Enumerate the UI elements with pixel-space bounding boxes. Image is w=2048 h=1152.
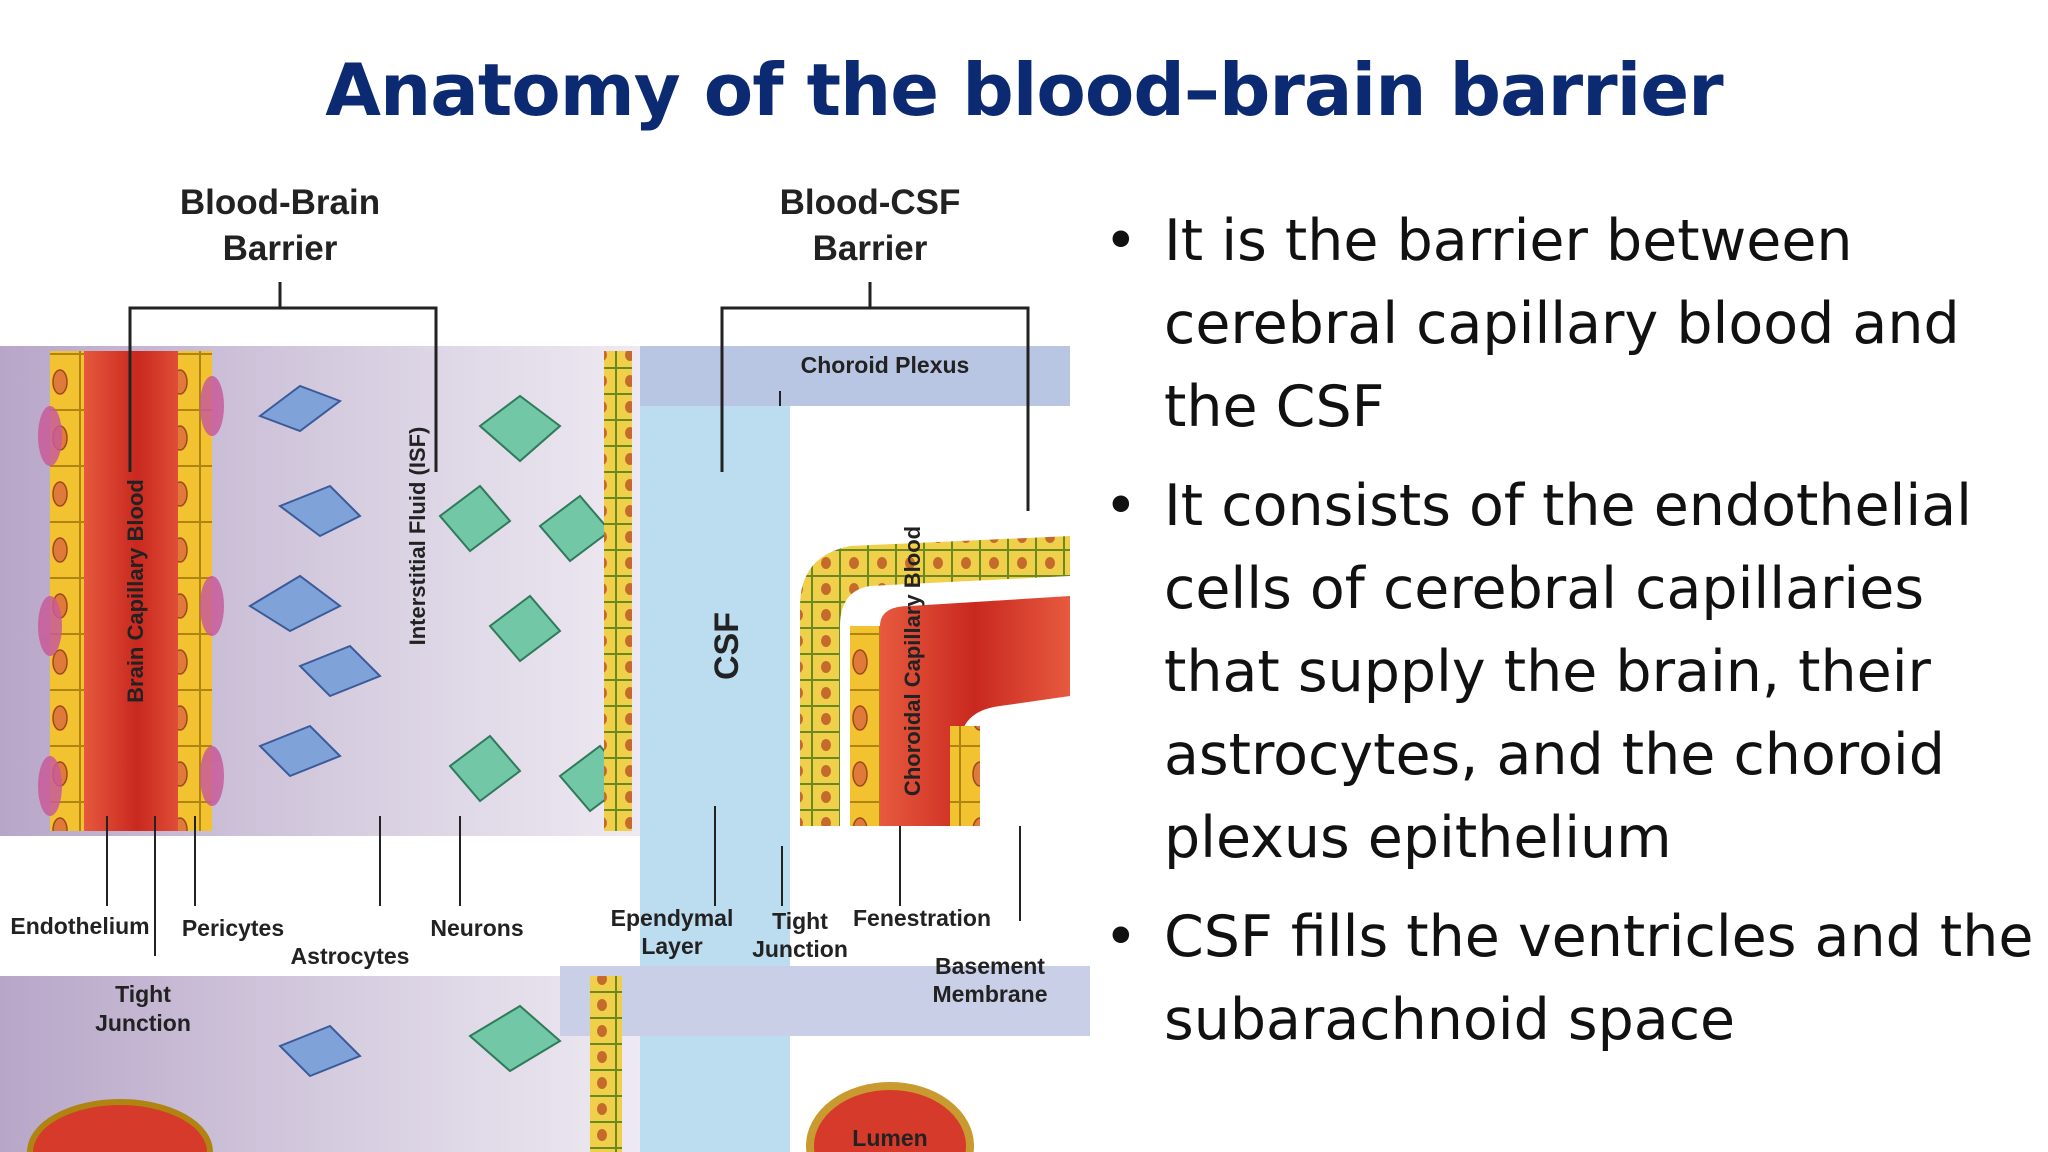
header-brackets xyxy=(128,282,1030,511)
tight-junction-right-line1: Tight xyxy=(772,908,828,934)
endothelium-label: Endothelium xyxy=(10,913,149,939)
bcsf-header-line1: Blood-CSF xyxy=(780,186,961,222)
fenestration-label: Fenestration xyxy=(853,905,991,931)
astrocytes-label: Astrocytes xyxy=(291,943,410,969)
bullet-item: • It consists of the endothelial cells o… xyxy=(1100,465,2040,880)
tight-junction-right-line2: Junction xyxy=(752,936,848,962)
bbb-header-line1: Blood-Brain xyxy=(180,186,380,222)
ependymal-layer-line1: Ependymal xyxy=(611,905,734,931)
csf-top-band xyxy=(640,346,1070,406)
interstitial-fluid-label: Interstitial Fluid (ISF) xyxy=(405,427,430,646)
choroid-endothelium-right xyxy=(950,726,980,826)
lumen-label: Lumen xyxy=(852,1125,927,1151)
bullet-item: • CSF fills the ventricles and the subar… xyxy=(1100,896,2040,1062)
choroid-endothelium-left xyxy=(850,626,880,826)
csf-label: CSF xyxy=(708,612,746,680)
tight-junction-left-line2: Junction xyxy=(95,1010,191,1036)
choroid-epithelium xyxy=(800,536,1070,826)
ependymal-layer xyxy=(604,351,632,831)
bullet-dot: • xyxy=(1104,904,1138,970)
basement-membrane-line2: Membrane xyxy=(932,981,1047,1007)
choroidal-capillary-lumen xyxy=(880,596,1070,826)
slide-title: Anatomy of the blood–brain barrier xyxy=(325,48,1723,132)
ependymal-layer-lower xyxy=(590,976,622,1152)
csf-lower-band xyxy=(560,966,1090,1036)
choroidal-capillary-blood-label: Choroidal Capillary Blood xyxy=(900,526,925,796)
bullet-text: CSF fills the ventricles and the subarac… xyxy=(1164,904,2034,1053)
pericytes-label: Pericytes xyxy=(182,915,284,941)
bullet-dot: • xyxy=(1104,473,1138,539)
bbb-diagram: Blood-Brain Barrier Blood-CSF Barrier Ch… xyxy=(0,186,1090,1152)
bullet-item: • It is the barrier between cerebral cap… xyxy=(1100,200,2040,449)
bcsf-header-line2: Barrier xyxy=(813,229,928,268)
pericyte-cells xyxy=(38,376,224,816)
lower-lumen xyxy=(806,1082,974,1152)
basement-membrane-line1: Basement xyxy=(935,953,1045,979)
choroid-plexus-label: Choroid Plexus xyxy=(801,352,970,378)
brain-capillary-blood-label: Brain Capillary Blood xyxy=(123,479,148,703)
bullet-text: It consists of the endothelial cells of … xyxy=(1164,473,1972,871)
astrocyte-cells xyxy=(248,384,382,1078)
bullet-text: It is the barrier between cerebral capil… xyxy=(1164,208,1960,440)
neurons-label: Neurons xyxy=(430,915,523,941)
bullet-list: • It is the barrier between cerebral cap… xyxy=(1100,200,2040,1078)
ependymal-layer-line2: Layer xyxy=(641,933,702,959)
bbb-header-line2: Barrier xyxy=(223,229,338,268)
brain-capillary-lumen xyxy=(82,351,192,831)
bullet-dot: • xyxy=(1104,208,1138,274)
leader-lines xyxy=(106,391,1021,956)
tight-junction-left-line1: Tight xyxy=(115,981,171,1007)
lower-capillary-left xyxy=(27,1099,213,1152)
